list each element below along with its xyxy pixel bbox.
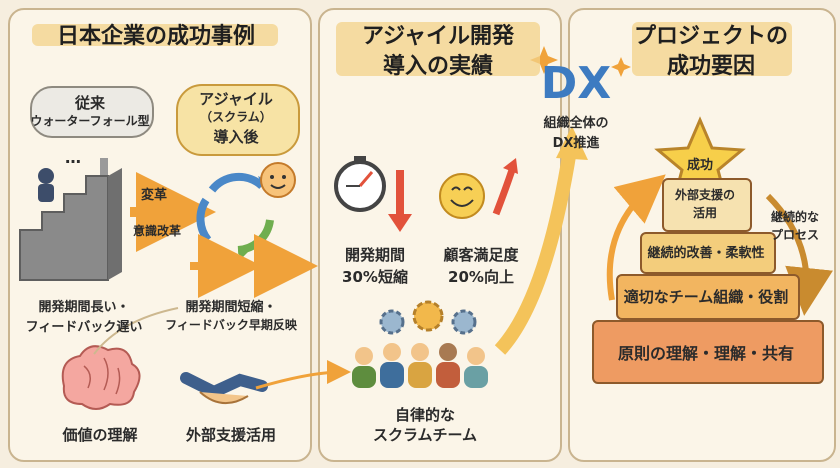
thinking-ellipsis: … — [65, 148, 81, 167]
metric-satisfaction-value: 20%向上 — [448, 268, 514, 286]
tier2-label: 継続的改善・柔軟性 — [647, 246, 765, 261]
value-understanding-label: 価値の理解 — [62, 426, 138, 444]
dx-caption-line2: DX推進 — [552, 136, 600, 151]
before-bubble-line1: 従来 — [74, 94, 105, 112]
happy-face-icon — [439, 173, 485, 219]
before-bubble-line2: ウォーターフォール型 — [30, 114, 150, 128]
up-arrow-icon — [492, 168, 516, 216]
panel3-title-line2: 成功要因 — [666, 54, 755, 79]
cycle-label-line1: 継続的な — [770, 210, 819, 224]
after-bubble-line2: （スクラム） — [200, 110, 272, 124]
agile-cycle-icon — [196, 172, 274, 260]
arrow-label-mindset: 意識改革 — [132, 224, 181, 238]
brain-icon — [61, 345, 141, 410]
tier4-label: 原則の理解・理解・共有 — [617, 344, 794, 363]
metric-dev-period-label: 開発期間 — [344, 246, 405, 264]
dx-caption-line1: 組織全体の — [543, 116, 609, 131]
arrow-label-transform: 変革 — [140, 188, 167, 203]
metric-satisfaction-label: 顧客満足度 — [443, 246, 519, 264]
pyramid-tier-2 — [640, 232, 776, 274]
stopwatch-icon — [334, 156, 386, 212]
panel3-title-line1: プロジェクトの — [633, 24, 788, 49]
sparkle-icon — [530, 46, 558, 74]
before-caption-line1: 開発期間長い・ — [38, 300, 130, 315]
before-bubble — [30, 86, 154, 138]
panel2-title-line2: 導入の実績 — [382, 54, 493, 79]
after-bubble-line1: アジャイル — [199, 90, 273, 108]
metric-dev-period-value: 30%短縮 — [342, 268, 408, 286]
team-label-line2: スクラムチーム — [372, 426, 478, 444]
cycle-arrow-left — [606, 174, 666, 301]
cycle-arrow-right — [765, 193, 833, 316]
dx-growth-arrow — [494, 148, 577, 355]
external-support-label: 外部支援活用 — [185, 426, 276, 444]
flow-arrow — [255, 360, 351, 390]
handshake-icon — [180, 372, 268, 404]
tier1-line2: 活用 — [692, 206, 717, 220]
panel1-title: 日本企業の成功事例 — [56, 24, 255, 49]
before-caption-line2: フィードバック遅い — [25, 320, 143, 335]
after-bubble — [176, 84, 300, 156]
gears-icon — [379, 300, 477, 335]
sparkle-icon — [611, 57, 631, 77]
star-label: 成功 — [686, 158, 713, 173]
staircase-icon — [19, 158, 122, 281]
tier1-line1: 外部支援の — [674, 188, 735, 202]
after-caption-line1: 開発期間短縮・ — [185, 300, 277, 315]
title-highlight — [632, 22, 792, 76]
title-highlight — [32, 24, 278, 46]
pyramid-tier-1 — [662, 178, 752, 232]
pyramid-tier-4 — [592, 320, 824, 384]
title-highlight — [336, 22, 540, 76]
after-caption-line2: フィードバック早期反映 — [165, 318, 297, 332]
scrum-team-icon — [352, 343, 488, 388]
cycle-label-line2: プロセス — [770, 228, 819, 242]
tier3-label: 適切なチーム組織・役割 — [623, 288, 789, 306]
pyramid-tier-3 — [616, 274, 800, 320]
smiling-person-icon — [260, 162, 296, 198]
after-bubble-line3: 導入後 — [213, 128, 259, 146]
panel2-title-line1: アジャイル開発 — [361, 24, 515, 49]
team-label-line1: 自律的な — [394, 406, 455, 424]
dx-heading: DX — [540, 58, 612, 109]
